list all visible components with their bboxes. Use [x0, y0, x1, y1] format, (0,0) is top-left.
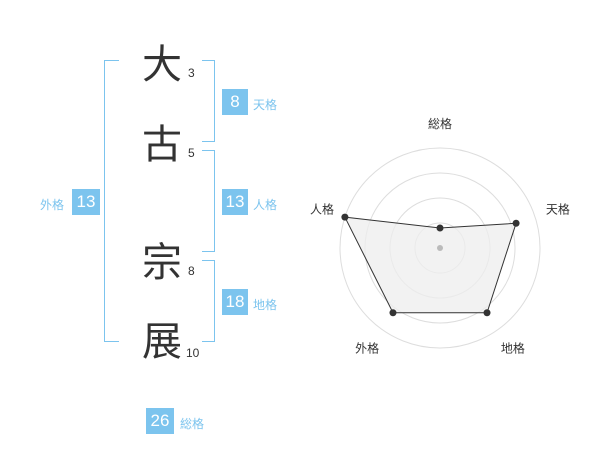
- radar-axis-label: 人格: [310, 202, 334, 217]
- radar-axis-label: 地格: [501, 340, 525, 355]
- radar-axis-label: 外格: [355, 340, 379, 355]
- jinkaku-label: 人格: [253, 198, 278, 212]
- radar-point-人格: [341, 213, 349, 221]
- name-char-3: 宗: [142, 240, 182, 286]
- name-char-2: 古: [142, 122, 182, 168]
- radar-axis-label: 総格: [428, 116, 452, 131]
- stroke-count-2: 5: [188, 146, 195, 160]
- name-char-4: 展: [142, 319, 182, 365]
- radar-point-地格: [483, 309, 491, 317]
- gaikaku-value: 13: [72, 189, 100, 215]
- gaikaku-label: 外格: [40, 198, 65, 212]
- name-char-1: 大: [142, 42, 182, 88]
- tenkaku-value: 8: [222, 89, 248, 115]
- gaikaku-bracket: [104, 60, 119, 342]
- radar-axis-label: 天格: [546, 202, 570, 217]
- chikaku-label: 地格: [253, 298, 278, 312]
- tenkaku-label: 天格: [253, 98, 278, 112]
- stroke-count-4: 10: [186, 346, 200, 360]
- stroke-count-3: 8: [188, 264, 195, 278]
- radar-center: [437, 245, 443, 251]
- radar-point-外格: [389, 309, 397, 317]
- jinkaku-value: 13: [222, 189, 248, 215]
- radar-ring: [339, 147, 541, 349]
- stroke-count-1: 3: [188, 66, 195, 80]
- radar-point-総格: [436, 224, 444, 232]
- soukaku-value: 26: [146, 408, 174, 434]
- radar-area: [344, 216, 517, 314]
- chikaku-bracket: [202, 260, 215, 342]
- tenkaku-bracket: [202, 60, 215, 142]
- radar-point-天格: [512, 219, 520, 227]
- jinkaku-bracket: [202, 150, 215, 252]
- soukaku-label: 総格: [180, 417, 205, 431]
- chikaku-value: 18: [222, 289, 248, 315]
